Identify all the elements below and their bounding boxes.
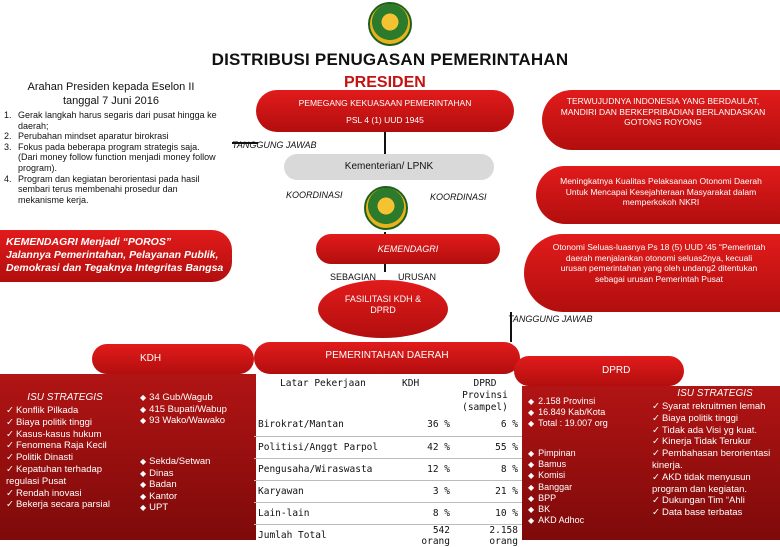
list-item: Dinas <box>140 468 254 480</box>
list-item: Sekda/Setwan <box>140 456 254 468</box>
table-row: Birokrat/Mantan 36 % 6 % <box>254 414 522 437</box>
dprd-box: DPRD <box>514 356 684 386</box>
arahan-item: 1.Gerak langkah harus segaris dari pusat… <box>4 110 217 131</box>
table-row: Lain-lain 8 % 10 % <box>254 502 522 525</box>
tanggung-jawab-top-label: TANGGUNG JAWAB <box>232 140 317 150</box>
list-item: AKD Adhoc <box>528 515 648 526</box>
isu-right-list: Syarat rekruitmen lemah Biaya politik ti… <box>652 401 778 519</box>
list-item: Konflik Pilkada <box>6 405 124 417</box>
kualitas-box: Meningkatnya Kualitas Pelaksanaan Otonom… <box>536 166 780 224</box>
kemendagri-emblem-icon <box>364 186 408 230</box>
list-item: Fenomena Raja Kecil <box>6 440 124 452</box>
list-item: Kantor <box>140 491 254 503</box>
arahan-item: 2.Perubahan mindset aparatur birokrasi <box>4 131 169 142</box>
dprd-staff-list: Pimpinan Bamus Komisi Banggar BPP BK AKD… <box>528 448 648 526</box>
koordinasi-left-label: KOORDINASI <box>286 190 343 200</box>
list-item: Biaya politik tinggi <box>6 417 124 429</box>
list-item: Data base terbatas <box>652 507 778 519</box>
list-item: AKD tidak menyusun program dan kegiatan. <box>652 472 778 496</box>
tujuan-box: TERWUJUDNYA INDONESIA YANG BERDAULAT, MA… <box>542 90 780 150</box>
page-title: DISTRIBUSI PENUGASAN PEMERINTAHAN <box>211 50 569 69</box>
sebagian-label: SEBAGIAN <box>330 272 377 282</box>
kdh-counts-list: 34 Gub/Wagub 415 Bupati/Wabup 93 Wako/Wa… <box>140 392 254 427</box>
list-item: 93 Wako/Wawako <box>140 415 254 427</box>
otonomi-box: Otonomi Seluas-luasnya Ps 18 (5) UUD ‘45… <box>524 234 780 312</box>
isu-left-heading: ISU STRATEGIS <box>27 392 103 403</box>
list-item: BPP <box>528 493 648 504</box>
arahan-heading-line2: tanggal 7 Juni 2016 <box>62 95 160 107</box>
arahan-panel: Arahan Presiden kepada Eselon II tanggal… <box>0 78 222 226</box>
kemendagri-box: KEMENDAGRI <box>316 234 500 264</box>
arahan-heading-line1: Arahan Presiden kepada Eselon II <box>27 81 195 93</box>
koordinasi-right-label: KOORDINASI <box>430 192 487 202</box>
table-header-kdh: KDH <box>402 378 420 389</box>
arahan-item: 4.Program dan kegiatan berorientasi pada… <box>4 173 200 205</box>
list-item: Kepatuhan terhadap regulasi Pusat <box>6 464 124 488</box>
presiden-label: PRESIDEN <box>344 74 426 91</box>
list-item: 415 Bupati/Wabup <box>140 404 254 416</box>
tanggung-jawab-bottom-label: TANGGUNG JAWAB <box>508 314 593 324</box>
list-item: Pimpinan <box>528 448 648 459</box>
list-item: Pembahasan berorientasi kinerja. <box>652 448 778 472</box>
list-item: Rendah inovasi <box>6 488 124 500</box>
isu-left-list: Konflik Pilkada Biaya politik tinggi Kas… <box>6 405 124 511</box>
list-item: Banggar <box>528 482 648 493</box>
list-item: Kasus-kasus hukum <box>6 429 124 441</box>
table-row: Pengusaha/Wiraswasta 12 % 8 % <box>254 458 522 481</box>
presiden-box: PEMEGANG KEKUASAAN PEMERINTAHAN PSL 4 (1… <box>256 90 514 132</box>
table-row: Karyawan 3 % 21 % <box>254 480 522 503</box>
kementerian-box: Kementerian/ LPNK <box>284 154 494 180</box>
list-item: Biaya politik tinggi <box>652 413 778 425</box>
list-item: 34 Gub/Wagub <box>140 392 254 404</box>
list-item: UPT <box>140 502 254 514</box>
connector-line <box>510 312 512 342</box>
kdh-staff-list: Sekda/Setwan Dinas Badan Kantor UPT <box>140 456 254 514</box>
list-item: BK <box>528 504 648 515</box>
list-item: Tidak ada Visi yg kuat. <box>652 425 778 437</box>
arahan-item: 3.Fokus pada beberapa program strategis … <box>4 141 216 173</box>
list-item: Komisi <box>528 470 648 481</box>
connector-line <box>232 142 258 144</box>
latar-table: Birokrat/Mantan 36 % 6 % Politisi/Anggt … <box>254 414 522 547</box>
arahan-list: 1.Gerak langkah harus segaris dari pusat… <box>4 110 218 205</box>
fasilitasi-circle: FASILITASI KDH & DPRD <box>318 280 448 338</box>
urusan-label: URUSAN <box>398 272 437 282</box>
list-item: Dukungan Tim “Ahli <box>652 495 778 507</box>
garuda-emblem-icon <box>368 2 412 46</box>
kemendagri-poros-banner: KEMENDAGRI Menjadi “POROS” Jalannya Peme… <box>0 230 232 282</box>
table-header-dprd: DPRD Provinsi (sampel) <box>462 378 508 413</box>
pemda-box: PEMERINTAHAN DAERAH <box>254 342 520 374</box>
list-item: Bamus <box>528 459 648 470</box>
list-item: Syarat rekruitmen lemah <box>652 401 778 413</box>
connector-line <box>384 132 386 154</box>
list-item: Badan <box>140 479 254 491</box>
list-item: Kinerja Tidak Terukur <box>652 436 778 448</box>
table-header-latar: Latar Pekerjaan <box>280 378 366 389</box>
list-item: 2.158 Provinsi <box>528 396 648 407</box>
kdh-box: KDH <box>92 344 254 374</box>
list-item: Bekerja secara parsial <box>6 499 124 511</box>
isu-strategis-left: ISU STRATEGIS Konflik Pilkada Biaya poli… <box>6 392 124 511</box>
list-item: Politik Dinasti <box>6 452 124 464</box>
dprd-counts-list: 2.158 Provinsi 16.849 Kab/Kota Total : 1… <box>528 396 648 430</box>
isu-right-heading: ISU STRATEGIS <box>677 388 753 399</box>
isu-strategis-right: ISU STRATEGIS Syarat rekruitmen lemah Bi… <box>652 388 778 519</box>
list-item: Total : 19.007 org <box>528 418 648 429</box>
table-row: Jumlah Total 542 orang 2.158 orang <box>258 524 518 547</box>
list-item: 16.849 Kab/Kota <box>528 407 648 418</box>
table-row: Politisi/Anggt Parpol 42 % 55 % <box>254 436 522 459</box>
